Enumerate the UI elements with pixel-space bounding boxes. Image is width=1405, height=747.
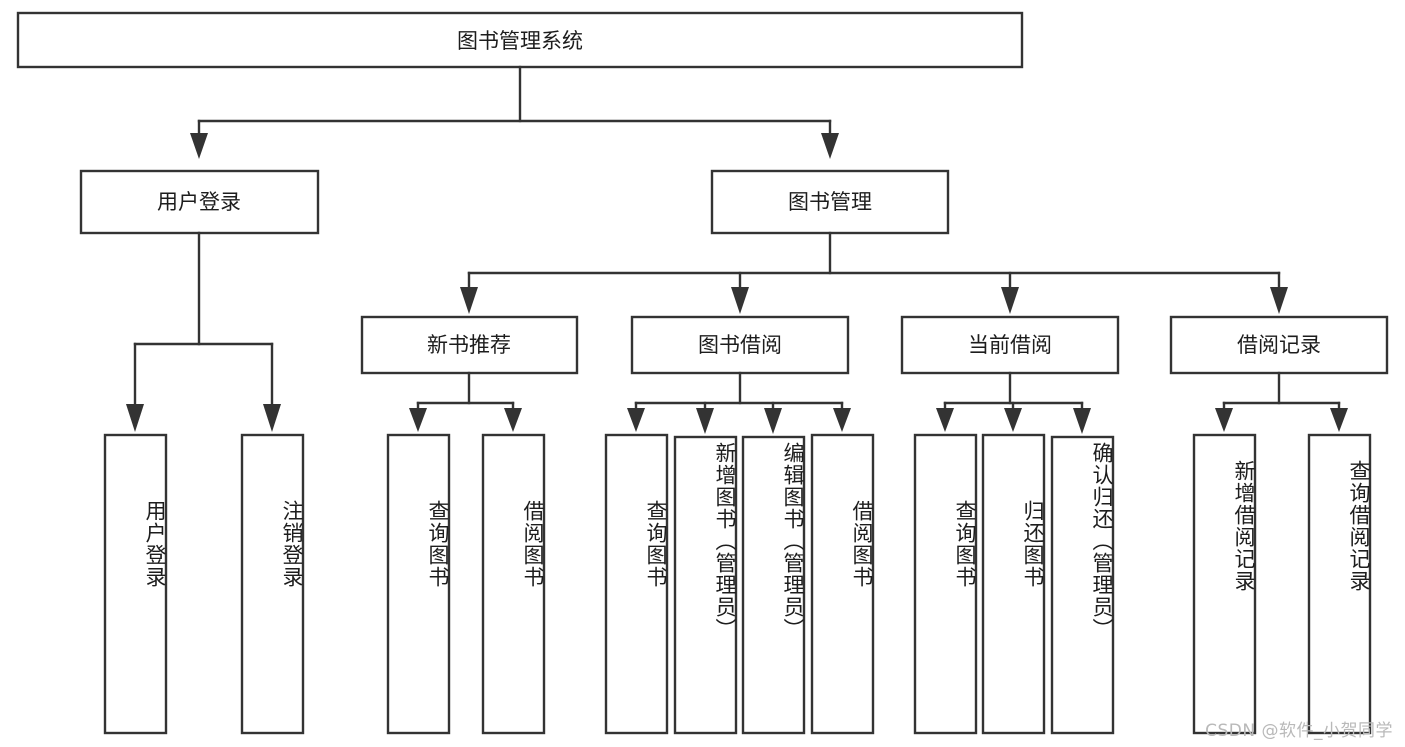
- leaf-box-add-book[interactable]: [673, 435, 738, 735]
- leaf-box-logout[interactable]: [240, 433, 305, 735]
- arrowhead-user-login: [190, 133, 208, 159]
- watermark-text: CSDN @软件_小贺同学: [1205, 721, 1393, 741]
- leaf-box-return-book[interactable]: [981, 433, 1046, 735]
- node-new-book-recommend-label: 新书推荐: [427, 333, 511, 357]
- node-root-label: 图书管理系统: [457, 29, 583, 53]
- arrowhead-br-leaf-2: [1330, 408, 1348, 432]
- arrowhead-bb-leaf-2: [696, 408, 714, 434]
- arrowhead-bb-leaf-1: [627, 408, 645, 432]
- leaf-box-query-book-2[interactable]: [604, 433, 669, 735]
- arrowhead-cb-leaf-1: [936, 408, 954, 432]
- leaf-box-add-record[interactable]: [1192, 433, 1257, 735]
- arrowhead-new-book-recommend: [460, 287, 478, 314]
- leaf-box-query-book-1[interactable]: [386, 433, 451, 735]
- arrowhead-current-borrow: [1001, 287, 1019, 314]
- leaf-box-confirm-return[interactable]: [1050, 435, 1115, 735]
- arrowhead-leaf-logout: [263, 404, 281, 432]
- leaf-box-edit-book[interactable]: [741, 435, 806, 735]
- arrowhead-book-manage: [821, 133, 839, 159]
- leaf-box-borrow-book-1[interactable]: [481, 433, 546, 735]
- node-book-manage-box[interactable]: [710, 169, 950, 235]
- leaf-box-query-record[interactable]: [1307, 433, 1372, 735]
- arrowhead-bb-leaf-3: [764, 408, 782, 434]
- node-book-borrow-box[interactable]: [630, 315, 850, 375]
- leaf-box-user-login[interactable]: [103, 433, 168, 735]
- arrowhead-bb-leaf-4: [833, 408, 851, 432]
- node-current-borrow-box[interactable]: [900, 315, 1120, 375]
- arrowhead-cb-leaf-2: [1004, 408, 1022, 432]
- arrowhead-cb-leaf-3: [1073, 408, 1091, 434]
- node-user-login-label: 用户登录: [157, 190, 241, 214]
- node-book-borrow-label: 图书借阅: [698, 333, 782, 357]
- arrowhead-nbr-leaf-1: [409, 408, 427, 432]
- node-current-borrow-label: 当前借阅: [968, 333, 1052, 357]
- node-root-box[interactable]: [16, 11, 1024, 69]
- arrowhead-book-borrow: [731, 287, 749, 314]
- node-borrow-record-box[interactable]: [1169, 315, 1389, 375]
- arrowhead-leaf-user-login: [126, 404, 144, 432]
- arrowhead-borrow-record: [1270, 287, 1288, 314]
- node-borrow-record-label: 借阅记录: [1237, 333, 1321, 357]
- leaf-box-query-book-3[interactable]: [913, 433, 978, 735]
- arrowhead-nbr-leaf-2: [504, 408, 522, 432]
- node-book-manage-label: 图书管理: [788, 190, 872, 214]
- arrowhead-br-leaf-1: [1215, 408, 1233, 432]
- leaf-box-borrow-book-2[interactable]: [810, 433, 875, 735]
- node-new-book-recommend-box[interactable]: [360, 315, 579, 375]
